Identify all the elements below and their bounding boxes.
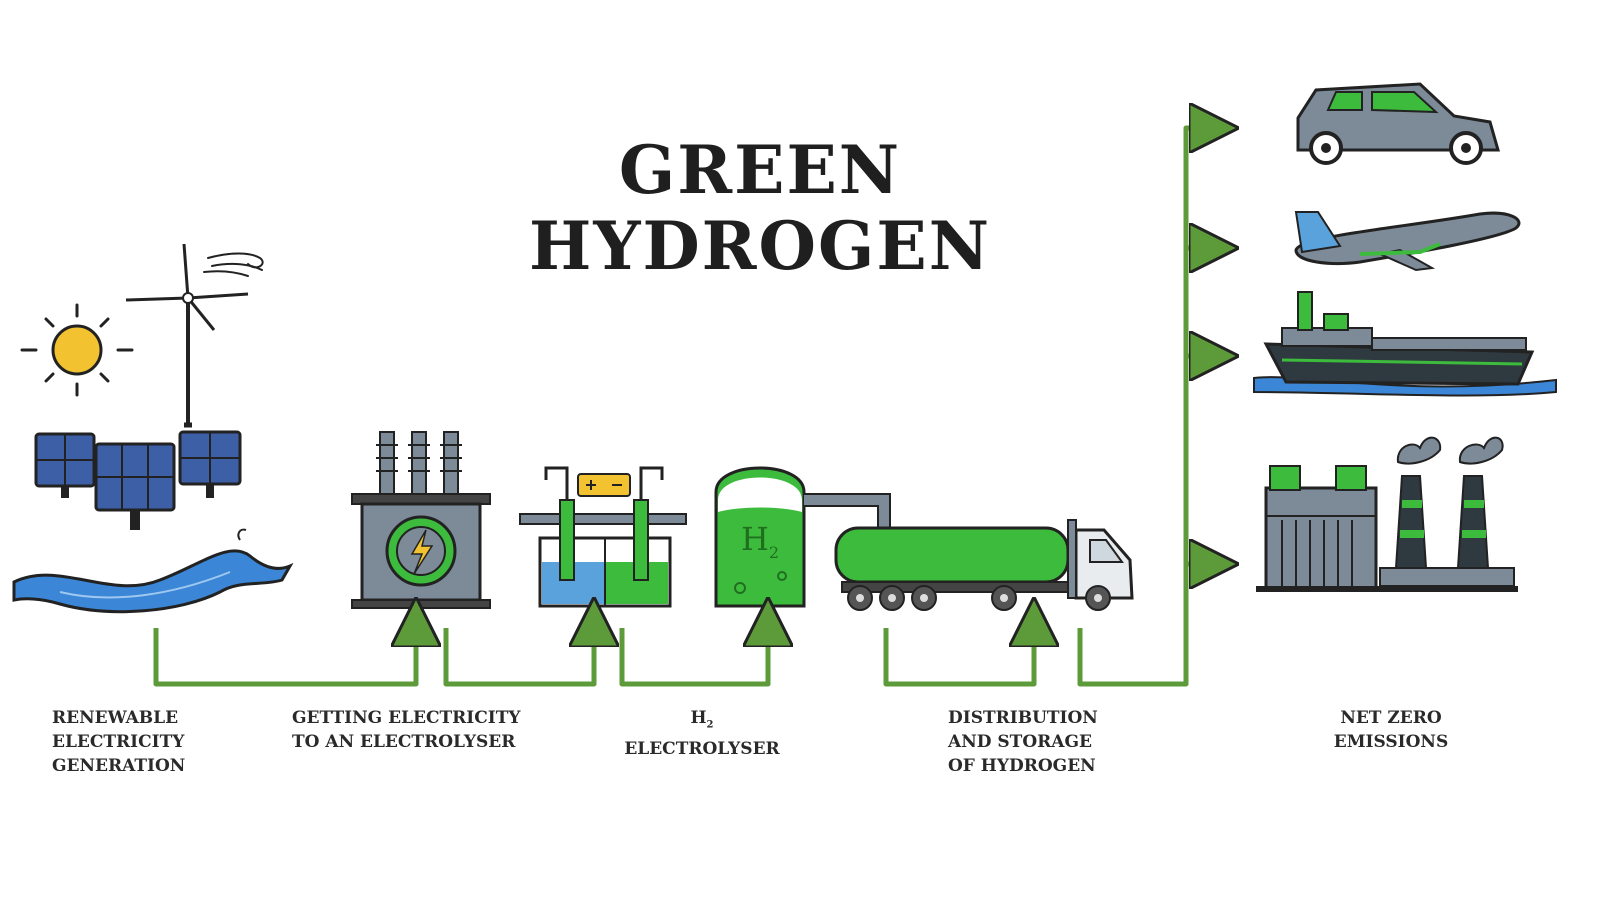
solar-panel-icon bbox=[34, 430, 242, 530]
step-label-line: RENEWABLE bbox=[52, 708, 179, 728]
flow-arrow-1 bbox=[153, 622, 416, 687]
step-label-line: H2 bbox=[612, 706, 792, 737]
step-label-net-zero: NET ZERO EMISSIONS bbox=[1320, 706, 1462, 754]
step-label-line: ELECTROLYSER bbox=[624, 739, 780, 760]
step-label-line: GETTING ELECTRICITY bbox=[292, 708, 521, 728]
step-label-line: TO AN ELECTROLYSER bbox=[292, 732, 516, 752]
step-label-line: OF HYDROGEN bbox=[948, 756, 1096, 776]
step-label-line: GENERATION bbox=[52, 756, 186, 776]
flow-arrow-3 bbox=[619, 622, 768, 687]
step-label-line: DISTRIBUTION bbox=[948, 708, 1098, 728]
water-wave-icon bbox=[12, 528, 294, 614]
sun-icon bbox=[20, 303, 134, 397]
transformer-icon bbox=[351, 431, 491, 609]
h2-subscript: 2 bbox=[706, 719, 714, 731]
title-line-1: GREEN bbox=[618, 131, 902, 209]
flow-arrow-2 bbox=[443, 622, 594, 687]
wind-gust-icon bbox=[203, 252, 264, 277]
step-label-transmission: GETTING ELECTRICITY TO AN ELECTROLYSER bbox=[292, 706, 521, 754]
flow-arrow-5 bbox=[1077, 128, 1214, 687]
title-line-2: HYDROGEN bbox=[528, 207, 992, 285]
step-label-line: EMISSIONS bbox=[1333, 732, 1449, 752]
airplane-icon bbox=[1294, 211, 1521, 272]
step-label-line: AND STORAGE bbox=[948, 732, 1092, 752]
h2-symbol: H bbox=[690, 708, 707, 728]
step-label-renewable: RENEWABLE ELECTRICITY GENERATION bbox=[52, 706, 185, 778]
tank-h-label: H bbox=[741, 520, 769, 558]
factory-icon bbox=[1256, 436, 1518, 592]
car-icon bbox=[1296, 82, 1500, 165]
step-label-line: ELECTRICITY bbox=[52, 732, 185, 752]
hydrogen-tank-icon: H2 bbox=[714, 466, 891, 608]
step-label-distribution: DISTRIBUTION AND STORAGE OF HYDROGEN bbox=[948, 706, 1098, 778]
ship-icon bbox=[1253, 291, 1557, 397]
step-label-electrolyser: H2 ELECTROLYSER bbox=[612, 706, 792, 761]
wind-turbine-icon bbox=[125, 243, 249, 428]
tanker-truck-icon bbox=[834, 519, 1134, 611]
step-label-line: NET ZERO bbox=[1340, 708, 1442, 728]
flow-arrow-4 bbox=[883, 622, 1034, 687]
tank-h-subscript: 2 bbox=[769, 543, 779, 562]
electrolyser-icon bbox=[519, 466, 687, 608]
svg-text:H2: H2 bbox=[741, 520, 779, 562]
